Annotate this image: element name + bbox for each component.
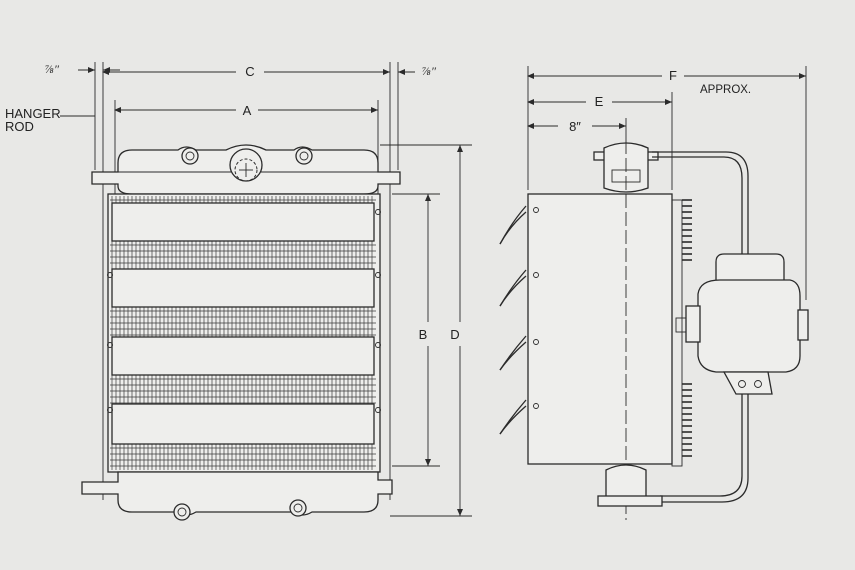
hanger-label-line1: HANGER [5,106,61,121]
front-view [60,62,472,521]
side-view [499,66,809,520]
eight-inch-label: 8″ [569,119,581,134]
coil-fins [110,196,376,470]
dim-e-label: E [595,94,604,109]
seven-eighths-right-label: ⅞″ [422,64,437,78]
dim-c-label: C [245,64,254,79]
dim-f-label: F [669,68,677,83]
hanger-label-line2: ROD [5,119,34,134]
side-ribs [682,199,692,457]
approx-label: APPROX. [700,84,751,96]
dim-d-label: D [450,327,459,342]
dim-a-label: A [243,103,252,118]
dim-b-label: B [419,327,428,342]
seven-eighths-left-label: ⅞″ [45,62,60,76]
